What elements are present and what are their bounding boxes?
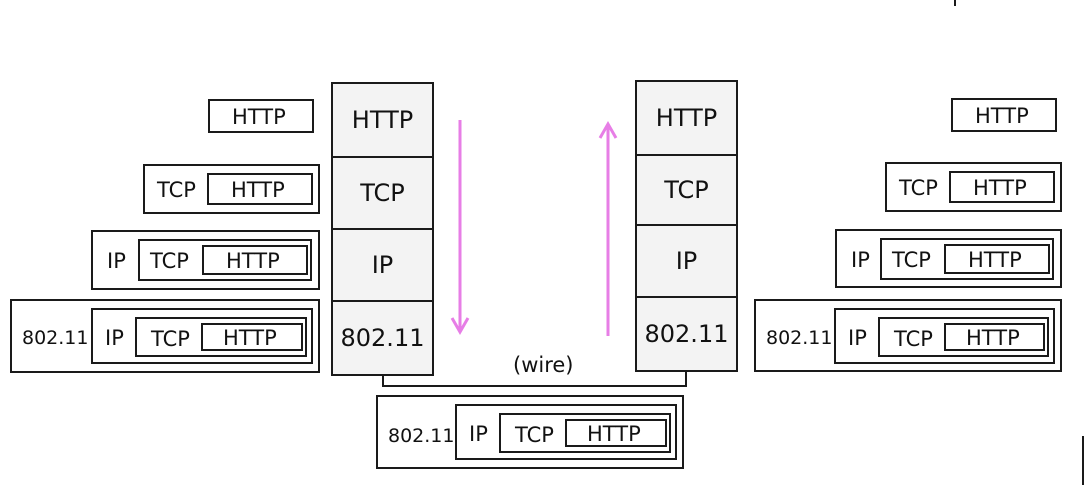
left-packet-ip-label: IP: [107, 249, 126, 273]
left-packet-link-inner-ip-label: IP: [105, 326, 124, 350]
left-packet-link-inner-http: HTTP: [201, 323, 303, 351]
left-stack-link-label: 802.11: [340, 324, 425, 352]
right-packet-ip-inner-http-label: HTTP: [968, 248, 1022, 272]
wire-label: (wire): [513, 353, 574, 377]
wire-packet-tcp-box: TCP HTTP: [499, 413, 671, 453]
left-packet-tcp-inner-http-label: HTTP: [231, 178, 285, 202]
right-stack-http-label: HTTP: [655, 104, 718, 132]
wire-packet-inner: IP TCP HTTP: [455, 404, 677, 460]
right-stack-link: 802.11: [635, 296, 738, 372]
left-packet-http: HTTP: [208, 99, 314, 133]
left-packet-link: 802.11 IP TCP HTTP: [10, 299, 320, 373]
right-packet-ip-inner-http: HTTP: [944, 244, 1050, 274]
right-packet-link-inner-tcp-box: TCP HTTP: [878, 317, 1049, 357]
right-packet-link-inner-tcp-label: TCP: [894, 327, 933, 351]
left-packet-link-inner-tcp-box: TCP HTTP: [135, 317, 307, 357]
wire-packet: 802.11 IP TCP HTTP: [376, 395, 684, 469]
left-packet-link-label: 802.11: [22, 327, 89, 349]
left-packet-link-inner-http-label: HTTP: [223, 326, 277, 350]
right-stack-tcp: TCP: [635, 154, 738, 226]
right-packet-link-label: 802.11: [766, 327, 833, 349]
left-packet-tcp: TCP HTTP: [143, 164, 320, 214]
wire-packet-ip-label: IP: [469, 422, 488, 446]
right-packet-ip-inner-tcp-label: TCP: [892, 248, 931, 272]
left-packet-link-inner-tcp-label: TCP: [151, 327, 190, 351]
left-packet-tcp-inner-http: HTTP: [207, 173, 313, 205]
left-stack-tcp-label: TCP: [360, 179, 405, 207]
left-packet-ip: IP TCP HTTP: [91, 230, 320, 290]
right-packet-link-inner-http: HTTP: [944, 323, 1045, 351]
right-packet-link-inner-ip-label: IP: [848, 326, 867, 350]
left-packet-ip-inner-http-label: HTTP: [226, 249, 280, 273]
wire-line: [382, 372, 687, 387]
right-packet-ip: IP TCP HTTP: [835, 229, 1062, 288]
wire-packet-http-label: HTTP: [587, 422, 641, 446]
right-packet-link-inner: IP TCP HTTP: [834, 308, 1055, 364]
right-stack-tcp-label: TCP: [664, 176, 709, 204]
left-stack-http: HTTP: [331, 82, 434, 158]
left-packet-http-label: HTTP: [232, 105, 286, 129]
left-stack-http-label: HTTP: [351, 106, 414, 134]
right-stack-ip-label: IP: [675, 247, 698, 275]
left-packet-ip-inner-http: HTTP: [202, 245, 308, 275]
right-stack-link-label: 802.11: [644, 320, 729, 348]
left-stack-ip-label: IP: [371, 251, 394, 279]
right-packet-link-inner-http-label: HTTP: [966, 326, 1020, 350]
right-stack-ip: IP: [635, 224, 738, 298]
down-arrow-icon: [450, 120, 470, 336]
left-packet-link-inner: IP TCP HTTP: [91, 308, 313, 364]
right-packet-ip-label: IP: [851, 248, 870, 272]
left-stack-ip: IP: [331, 228, 434, 302]
right-packet-tcp-label: TCP: [899, 176, 938, 200]
left-packet-tcp-label: TCP: [157, 178, 196, 202]
wire-packet-http: HTTP: [565, 419, 667, 447]
left-stack-link: 802.11: [331, 300, 434, 376]
right-packet-http-label: HTTP: [975, 104, 1029, 128]
right-packet-link: 802.11 IP TCP HTTP: [754, 299, 1062, 372]
left-packet-ip-inner-tcp-label: TCP: [150, 249, 189, 273]
right-packet-http: HTTP: [951, 98, 1057, 132]
right-packet-tcp: TCP HTTP: [885, 162, 1062, 212]
wire-packet-link-label: 802.11: [388, 425, 455, 447]
wire-packet-tcp-label: TCP: [515, 423, 554, 447]
up-arrow-icon: [598, 120, 618, 336]
left-packet-ip-inner: TCP HTTP: [138, 239, 312, 281]
right-packet-ip-inner: TCP HTTP: [880, 238, 1054, 280]
right-packet-tcp-inner-http: HTTP: [949, 171, 1055, 203]
right-packet-tcp-inner-http-label: HTTP: [973, 176, 1027, 200]
